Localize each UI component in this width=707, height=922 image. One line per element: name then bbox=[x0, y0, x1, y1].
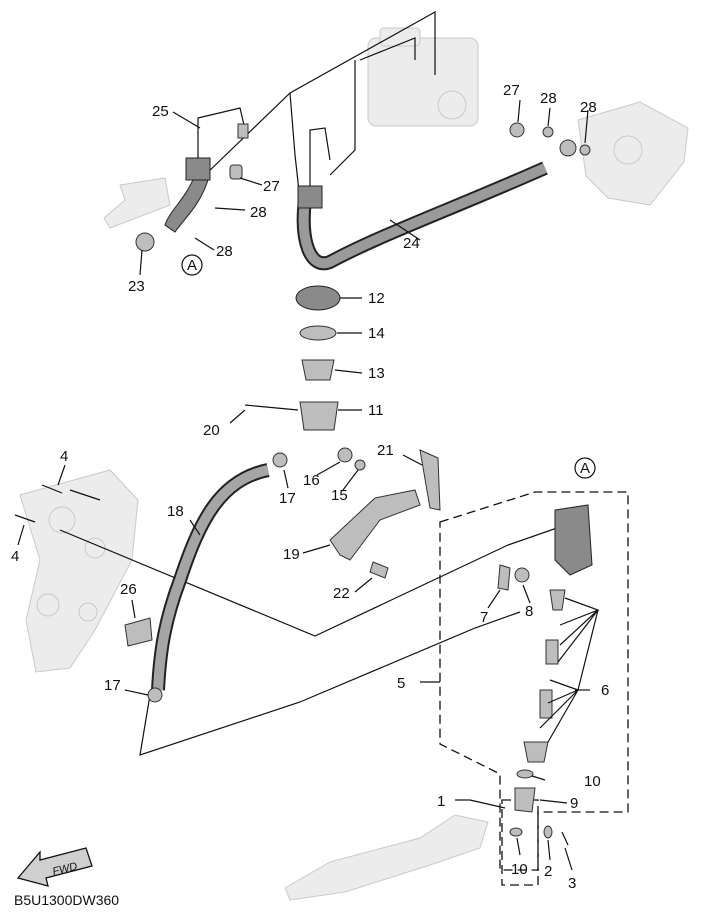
callout-20: 20 bbox=[203, 422, 220, 439]
callout-7: 7 bbox=[480, 609, 488, 626]
callout-12: 12 bbox=[368, 290, 385, 307]
callout-27: 27 bbox=[263, 178, 280, 195]
callout-17: 17 bbox=[279, 490, 296, 507]
ghost-abs-unit bbox=[367, 27, 479, 127]
callout-21: 21 bbox=[377, 442, 394, 459]
ref-a-circle-right bbox=[574, 457, 596, 479]
callout-28: 28 bbox=[216, 243, 233, 260]
fwd-label: FWD bbox=[51, 860, 78, 878]
callout-9: 9 bbox=[570, 795, 578, 812]
callout-18: 18 bbox=[167, 503, 184, 520]
callout-6: 6 bbox=[601, 682, 609, 699]
callout-8: 8 bbox=[525, 603, 533, 620]
callout-13: 13 bbox=[368, 365, 385, 382]
callout-24: 24 bbox=[403, 235, 420, 252]
callout-4: 4 bbox=[11, 548, 19, 565]
callout-2: 2 bbox=[544, 863, 552, 880]
callout-11: 11 bbox=[368, 402, 384, 419]
callout-16: 16 bbox=[303, 472, 320, 489]
pushrod-group-outline bbox=[501, 799, 539, 886]
fwd-arrow-icon bbox=[16, 847, 93, 887]
assembly-5-outline bbox=[439, 491, 629, 871]
callout-5: 5 bbox=[397, 675, 405, 692]
callout-25: 25 bbox=[152, 103, 169, 120]
callout-10: 10 bbox=[584, 773, 601, 790]
ref-a-label-right: A bbox=[580, 460, 590, 477]
callout-19: 19 bbox=[283, 546, 300, 563]
ghost-bracket-left bbox=[103, 177, 171, 229]
ref-a-circle-left bbox=[181, 254, 203, 276]
callout-22: 22 bbox=[333, 585, 350, 602]
ghost-brake-pedal bbox=[284, 814, 489, 901]
callout-28: 28 bbox=[250, 204, 267, 221]
ghost-footrest-bracket bbox=[19, 469, 139, 673]
diagram-code: B5U1300DW360 bbox=[14, 892, 119, 908]
callout-26: 26 bbox=[120, 581, 137, 598]
callout-27: 27 bbox=[503, 82, 520, 99]
ghost-rear-caliper bbox=[577, 101, 689, 206]
callout-23: 23 bbox=[128, 278, 145, 295]
callout-1: 1 bbox=[437, 793, 445, 810]
callout-10: 10 bbox=[511, 861, 528, 878]
ref-a-label-left: A bbox=[187, 257, 197, 274]
callout-14: 14 bbox=[368, 325, 385, 342]
callout-28: 28 bbox=[540, 90, 557, 107]
callout-3: 3 bbox=[568, 875, 576, 892]
callout-17: 17 bbox=[104, 677, 121, 694]
callout-15: 15 bbox=[331, 487, 348, 504]
callout-4: 4 bbox=[60, 448, 68, 465]
callout-28: 28 bbox=[580, 99, 597, 116]
